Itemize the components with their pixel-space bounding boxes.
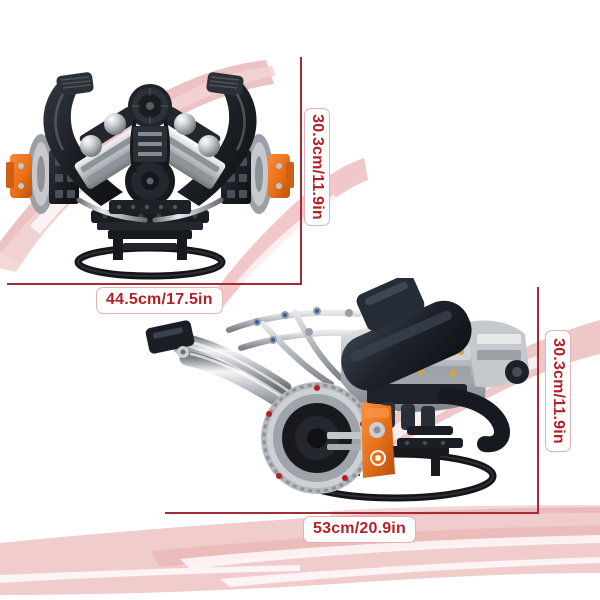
measure-line-bottom-height [537, 287, 539, 514]
brush-stroke-top-right [200, 150, 370, 310]
brush-stroke-top-left [0, 40, 290, 280]
dimension-label-top-width: 44.5cm/17.5in [96, 287, 223, 314]
dimension-value-top-height: 30.3cm/11.9in [309, 114, 327, 220]
measure-line-top-width [7, 283, 302, 285]
dimension-value-top-width: 44.5cm/17.5in [106, 291, 213, 308]
product-image-engine-front-view [5, 50, 295, 280]
dimension-label-top-height: 30.3cm/11.9in [304, 108, 330, 226]
dimension-label-bottom-height: 30.3cm/11.9in [545, 330, 571, 452]
measure-line-top-height [300, 57, 302, 284]
dimension-value-bottom-height: 30.3cm/11.9in [550, 338, 568, 444]
dimension-label-bottom-width: 53cm/20.9in [303, 516, 416, 543]
dimension-value-bottom-width: 53cm/20.9in [313, 520, 406, 537]
measure-line-bottom-width [165, 512, 539, 514]
brush-stroke-bottom [0, 455, 600, 600]
